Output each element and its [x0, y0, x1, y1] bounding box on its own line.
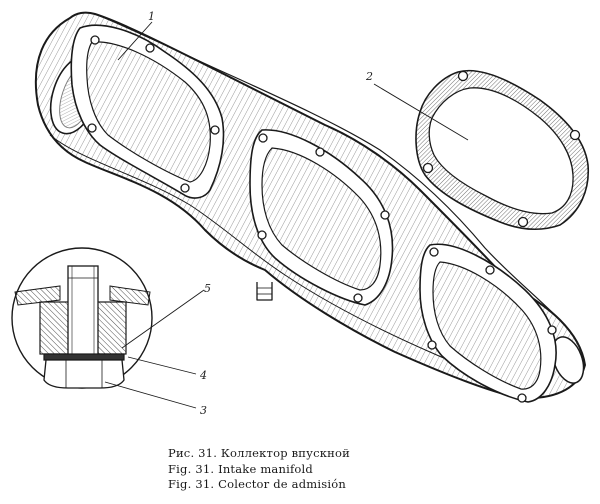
port-flange-1 — [70, 24, 225, 199]
figure-caption: Рис. 31. Коллектор впускной Fig. 31. Int… — [168, 446, 468, 493]
callout-2: 2 — [365, 70, 373, 83]
caption-english: Fig. 31. Intake manifold — [168, 461, 313, 476]
port-flange-3 — [419, 243, 557, 403]
caption-russian: Рис. 31. Коллектор впускной — [168, 446, 351, 460]
leader-lines — [104, 21, 469, 409]
callout-5: 5 — [204, 282, 211, 295]
fastener-detail-view — [11, 247, 153, 389]
callout-3: 3 — [200, 404, 207, 417]
intake-manifold-illustration: 1 2 3 4 5 — [11, 10, 590, 417]
gasket — [415, 69, 590, 231]
port-flange-2 — [249, 129, 394, 306]
callout-1: 1 — [148, 10, 155, 23]
callout-4: 4 — [199, 369, 207, 382]
caption-spanish: Fig. 31. Colector de admisión — [168, 477, 346, 491]
